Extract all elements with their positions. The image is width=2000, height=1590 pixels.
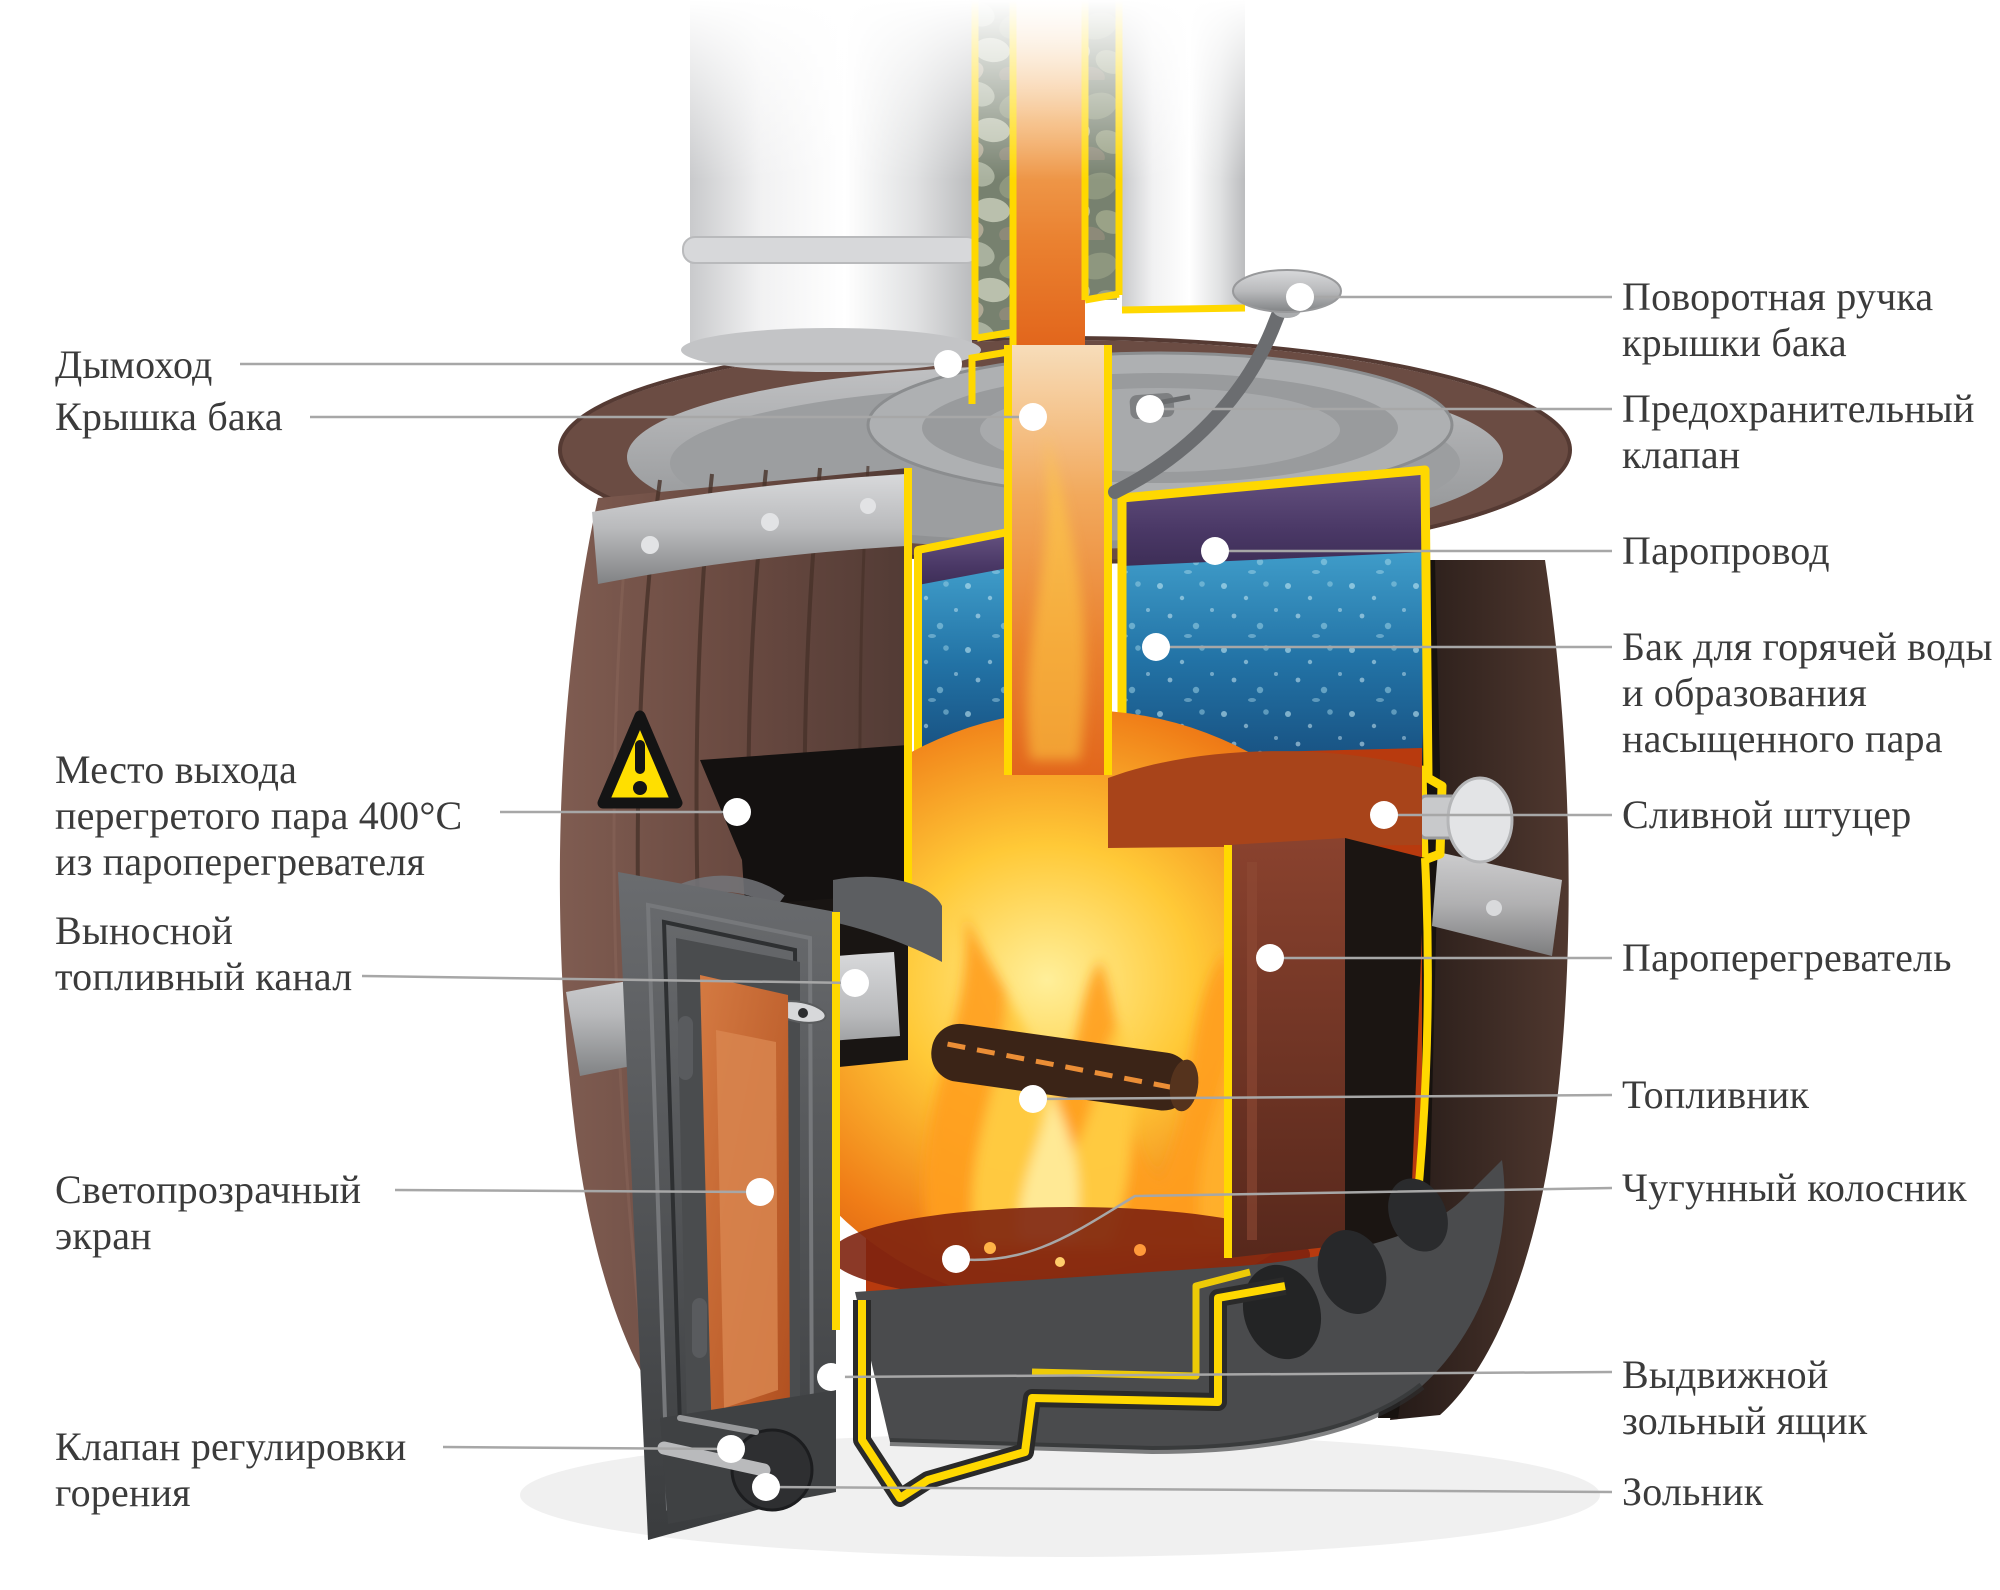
callout-dots [717,283,1398,1501]
water-tank [914,465,1447,865]
label-lid-handle: Поворотная ручка крышки бака [1622,274,1934,365]
callout-dot [717,1435,745,1463]
callout-dot [723,798,751,826]
firebox [750,710,1432,1348]
label-combustion-valve: Клапан регулировки горения [55,1424,407,1515]
callout-dot [1019,1085,1047,1113]
callout-dot [1256,944,1284,972]
label-safety-valve: Предохранительный клапан [1622,386,1975,477]
label-ash-drawer: Выдвижной зольный ящик [1622,1352,1868,1443]
callout-dot [752,1473,780,1501]
callout-dot [1136,395,1164,423]
callout-line [442,1445,732,1451]
callout-line [361,974,856,985]
callout-dot [1142,633,1170,661]
callout-dot [746,1178,774,1206]
label-fuel-channel: Выносной топливный канал [55,908,353,999]
label-superheater: Пароперегреватель [1622,935,1952,980]
callout-line [955,1186,1613,1262]
callout-dot [934,350,962,378]
callout-line [394,1188,761,1194]
callout-line [765,1485,1613,1494]
callout-dot [1201,537,1229,565]
callout-dot [942,1245,970,1273]
label-cast-iron-grate: Чугунный колосник [1622,1165,1967,1210]
handle-knob [1232,269,1342,313]
warning-triangle-icon [597,710,683,809]
lid-handle [1108,269,1342,499]
drawer-handle [657,1441,771,1477]
combustion-damper [730,1428,814,1512]
callout-dot [1019,403,1047,431]
callout-lines [240,295,1613,1494]
callout-dot [817,1363,845,1391]
label-ash-pan: Зольник [1622,1469,1764,1514]
metal-band-upper [592,474,906,584]
superheater-panel [1224,838,1432,1283]
fuel-channel-door [618,872,942,1540]
superheater-dome [1108,751,1422,848]
door-hinge [678,1016,693,1080]
callout-line [1032,1093,1613,1101]
callout-dot [1286,283,1314,311]
label-chimney: Дымоход [55,342,213,387]
label-firebox: Топливник [1622,1072,1810,1117]
door-hinge [692,1298,707,1358]
label-steam-pipe: Паропровод [1622,528,1830,573]
label-water-tank: Бак для горячей воды и образования насыщ… [1622,624,1993,761]
drain-fitting [1418,776,1514,864]
callout-dot [1370,801,1398,829]
label-tank-lid: Крышка бака [55,394,283,439]
label-steam-outlet: Место выхода перегретого пара 400°C из п… [55,747,463,884]
top-fade [0,0,2000,180]
label-glass-screen: Светопрозрачный экран [55,1167,362,1258]
callout-dot [841,969,869,997]
callout-line [830,1370,1613,1379]
label-drain-fitting: Сливной штуцер [1622,792,1912,837]
